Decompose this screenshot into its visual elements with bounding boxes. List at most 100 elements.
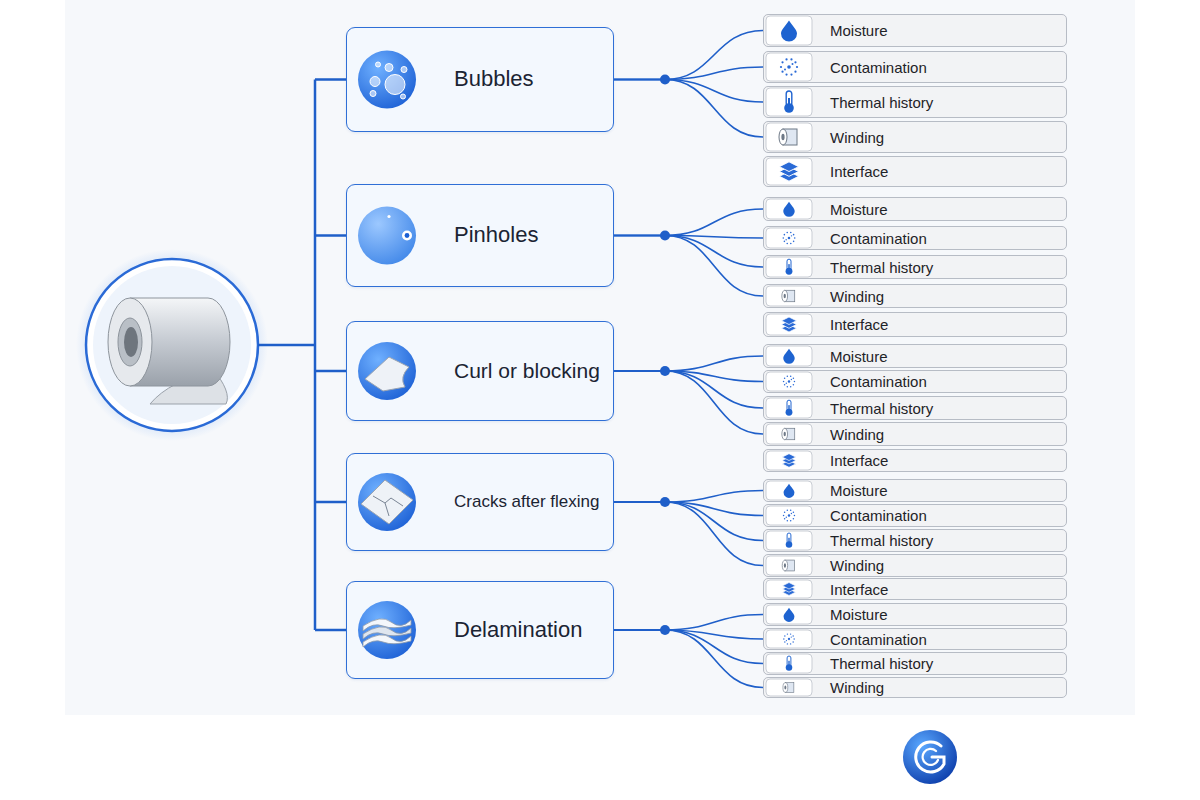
cause-connector (614, 502, 763, 566)
cause-label: Moisture (830, 349, 888, 364)
icon-cell (766, 346, 812, 366)
contamination-dot (790, 633, 791, 634)
junction-dot (660, 625, 670, 635)
contamination-dot (790, 643, 791, 644)
thermometer-bulb (786, 268, 793, 275)
contamination-dot (787, 386, 788, 387)
pinhole-shape (402, 231, 412, 241)
contamination-dot (791, 235, 792, 236)
cause-box: Thermal history (763, 396, 1067, 420)
cause-box: Moisture (763, 197, 1067, 221)
layer-shape (363, 627, 411, 639)
cause-icon (782, 290, 795, 301)
contamination-dot (787, 633, 788, 634)
contamination-dot (790, 510, 791, 511)
cause-label: Interface (830, 582, 888, 597)
layer-shape (363, 635, 411, 647)
cause-label: Contamination (830, 231, 927, 246)
contamination-dot (784, 241, 786, 243)
roll-icon-core (784, 294, 786, 299)
contamination-dot (793, 234, 795, 236)
icon-cell (766, 199, 812, 219)
cause-icon (783, 510, 795, 522)
thermometer-stem (787, 533, 791, 543)
cause-icon (786, 400, 793, 416)
contamination-dot (788, 237, 791, 240)
layer-icon (782, 317, 797, 325)
contamination-dot (791, 636, 792, 637)
contamination-dot (786, 383, 787, 384)
thermometer-fill (788, 98, 790, 106)
contamination-dot (786, 640, 787, 641)
cause-connector (614, 80, 763, 138)
contamination-dot (783, 515, 784, 516)
icon-disc (358, 473, 416, 531)
thermometer-bulb (786, 541, 793, 548)
contamination-dot (781, 61, 783, 63)
contamination-dot (790, 74, 792, 76)
logo-badge (903, 730, 957, 784)
roll-icon-end (779, 129, 787, 145)
crack-line (373, 496, 403, 516)
icon-cell (766, 123, 812, 151)
roll-end (108, 298, 152, 386)
cause-icon (784, 608, 795, 622)
trunk-line (258, 80, 346, 631)
moisture-drop (784, 608, 795, 622)
roll-icon-body (785, 428, 795, 439)
contamination-dot (780, 66, 782, 68)
defect-icon (358, 601, 416, 659)
cause-icon (782, 560, 794, 571)
contamination-dot (788, 380, 790, 382)
icon-cell (766, 158, 812, 185)
contamination-dot (793, 384, 794, 385)
defect-label: Cracks after flexing (454, 493, 600, 512)
cause-box: Winding (763, 677, 1067, 698)
cause-box: Interface (763, 156, 1067, 187)
cause-label: Moisture (830, 202, 888, 217)
icon-cell (766, 531, 812, 550)
contamination-dot (784, 512, 785, 513)
icon-disc (358, 207, 416, 265)
contamination-dot (786, 517, 787, 518)
contamination-dot (784, 641, 785, 642)
cause-icon (783, 683, 794, 693)
defect-label: Bubbles (454, 67, 534, 91)
panel-background (65, 0, 1135, 715)
roll-hole (124, 327, 138, 357)
contamination-dot (787, 643, 788, 644)
cause-connector (614, 236, 763, 239)
cause-box: Thermal history (763, 86, 1067, 118)
defect-label: Pinholes (454, 223, 538, 247)
icon-cell (766, 424, 812, 444)
contamination-dot (787, 65, 791, 69)
cause-box: Winding (763, 554, 1067, 577)
contamination-dot (794, 237, 796, 239)
roll-core (118, 318, 142, 366)
roll-icon-body (785, 290, 795, 301)
contamination-dot (787, 376, 788, 377)
contamination-dot (792, 63, 794, 65)
cause-label: Thermal history (830, 401, 933, 416)
cause-label: Moisture (830, 483, 888, 498)
moisture-drop (781, 21, 797, 42)
cause-box: Contamination (763, 628, 1067, 650)
cause-connector (614, 502, 763, 541)
contamination-dot (783, 638, 784, 639)
cause-box: Moisture (763, 603, 1067, 626)
icon-cell (766, 481, 812, 500)
thermometer-bulb (786, 409, 793, 416)
contamination-dot (783, 381, 784, 382)
contamination-dot (791, 513, 792, 514)
defect-box: Pinholes (346, 184, 614, 287)
roll-frame (86, 259, 258, 431)
contamination-dot (792, 635, 793, 636)
roll-icon-end (782, 560, 787, 571)
cause-icon (779, 162, 798, 181)
cause-label: Winding (830, 289, 884, 304)
layer-icon (782, 325, 797, 333)
layer-icon (782, 461, 796, 468)
layer-icon (779, 172, 798, 182)
